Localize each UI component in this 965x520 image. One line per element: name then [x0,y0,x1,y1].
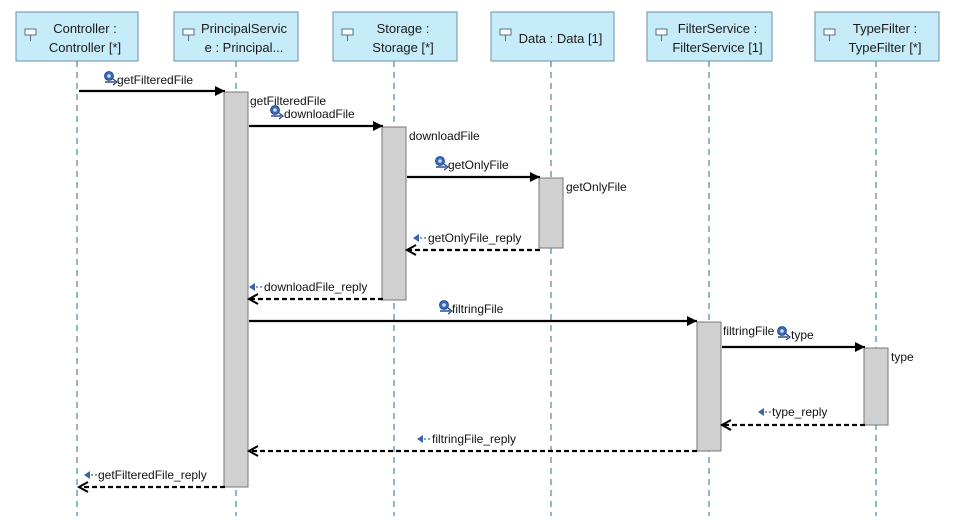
lifeline-1[interactable]: Controller : Controller [*] [15,11,139,516]
message-filtringFile[interactable]: filtringFile [249,300,697,326]
message-call-icon [104,71,118,86]
message-call-icon [777,326,791,341]
message-getFilteredFile_reply[interactable]: getFilteredFile_reply [76,468,225,493]
lifeline-header[interactable] [173,11,299,62]
lifeline-icon [499,28,512,41]
message-call-icon [439,300,453,315]
lifeline-header[interactable] [814,11,940,62]
activation-bar[interactable] [381,126,407,301]
message-filtringFile_reply[interactable]: filtringFile_reply [246,432,697,457]
message-label: type [791,328,814,342]
activation-label: getOnlyFile [566,180,627,194]
lifeline-icon [823,28,836,41]
message-reply-icon [417,435,432,443]
lifeline-type: TypeFilter [*] [849,40,922,55]
message-reply-icon [758,408,773,416]
message-call-icon [435,156,449,171]
message-downloadFile[interactable]: downloadFile [249,105,383,131]
activation-bar[interactable] [696,321,722,452]
message-getOnlyFile[interactable]: getOnlyFile [407,156,540,182]
lifeline-icon [24,28,37,41]
lifeline-type: Storage [*] [372,40,433,55]
lifeline-header[interactable] [646,11,773,62]
lifeline-2[interactable]: PrincipalServic e : Principal... [173,11,299,516]
lifeline-name: PrincipalServic [201,21,287,36]
reply-arrowhead [404,244,417,256]
lifeline-name: FilterService : [678,21,757,36]
activation-label: type [891,350,914,364]
lifeline-icon [341,28,354,41]
activation-bar[interactable] [223,91,249,488]
lifeline-name: TypeFilter : [853,21,917,36]
message-downloadFile_reply[interactable]: downloadFile_reply [246,280,383,305]
activation-bar[interactable] [538,177,564,249]
reply-arrowhead [76,481,89,493]
lifeline-4[interactable]: Data : Data [1] [490,11,615,516]
message-getFilteredFile[interactable]: getFilteredFile [79,71,225,96]
message-label: filtringFile_reply [432,432,516,446]
activation-bar[interactable] [863,347,889,426]
message-type[interactable]: type [722,326,865,352]
lifeline-header[interactable] [490,11,615,62]
message-label: getFilteredFile_reply [98,468,207,482]
lifeline-6[interactable]: TypeFilter : TypeFilter [*] [814,11,940,516]
lifeline-3[interactable]: Storage : Storage [*] [332,11,458,516]
message-label: getFilteredFile [117,73,193,87]
lifeline-icon [655,28,668,41]
activation-label: filtringFile [723,324,775,338]
lifeline-type: FilterService [1] [672,40,762,55]
message-reply-icon [84,471,99,479]
message-label: type_reply [772,405,827,419]
message-label: getOnlyFile [448,158,509,172]
lifeline-type: Controller [*] [49,40,121,55]
message-label: downloadFile_reply [264,280,367,294]
reply-arrowhead [246,293,259,305]
message-label: filtringFile [452,302,504,316]
message-type_reply[interactable]: type_reply [719,405,865,431]
message-label: downloadFile [284,107,355,121]
lifeline-icon [182,28,195,41]
lifeline-name: Controller : [53,21,117,36]
lifeline-header[interactable] [15,11,139,62]
message-reply-icon [249,283,264,291]
message-getOnlyFile_reply[interactable]: getOnlyFile_reply [404,231,540,256]
message-reply-icon [413,234,428,242]
reply-arrowhead [246,445,259,457]
reply-arrowhead [719,419,732,431]
lifeline-type: e : Principal... [205,40,284,55]
message-label: getOnlyFile_reply [428,231,521,245]
activation-label: downloadFile [409,129,480,143]
lifeline-name: Storage : [377,21,430,36]
activation-label: getFilteredFile [250,94,326,108]
lifeline-name: Data : Data [1] [519,31,603,46]
lifeline-header[interactable] [332,11,458,62]
message-call-icon [270,105,284,120]
